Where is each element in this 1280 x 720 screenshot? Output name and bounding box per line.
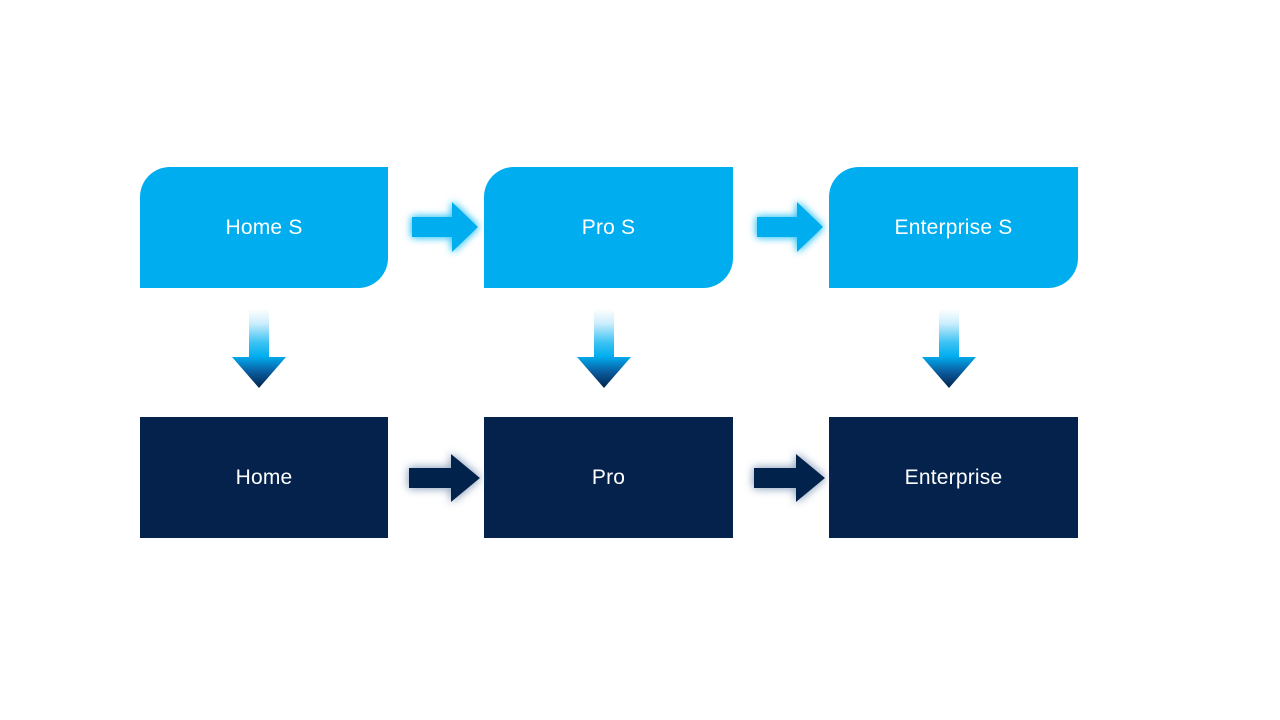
- node-label-enterprise: Enterprise: [904, 465, 1003, 489]
- arrow-down-icon-pro-s-to-pro: [575, 309, 633, 389]
- node-label-pro: Pro: [591, 465, 626, 489]
- node-label-home: Home: [235, 465, 293, 489]
- arrow-right-icon-home-s-to-pro-s: [410, 200, 480, 254]
- arrow-right-icon-home-to-pro: [405, 451, 483, 505]
- node-label-enterprise-s: Enterprise S: [894, 215, 1013, 239]
- node-home-s[interactable]: Home S: [140, 167, 388, 288]
- node-pro[interactable]: Pro: [484, 417, 733, 538]
- node-pro-s[interactable]: Pro S: [484, 167, 733, 288]
- node-label-home-s: Home S: [225, 215, 303, 239]
- arrow-right-icon-pro-to-enterprise: [750, 451, 828, 505]
- arrow-down-icon-home-s-to-home: [230, 309, 288, 389]
- node-label-pro-s: Pro S: [581, 215, 636, 239]
- node-enterprise[interactable]: Enterprise: [829, 417, 1078, 538]
- arrow-right-icon-pro-s-to-enterprise-s: [755, 200, 825, 254]
- node-home[interactable]: Home: [140, 417, 388, 538]
- arrow-down-icon-enterprise-s-to-enterprise: [920, 309, 978, 389]
- node-enterprise-s[interactable]: Enterprise S: [829, 167, 1078, 288]
